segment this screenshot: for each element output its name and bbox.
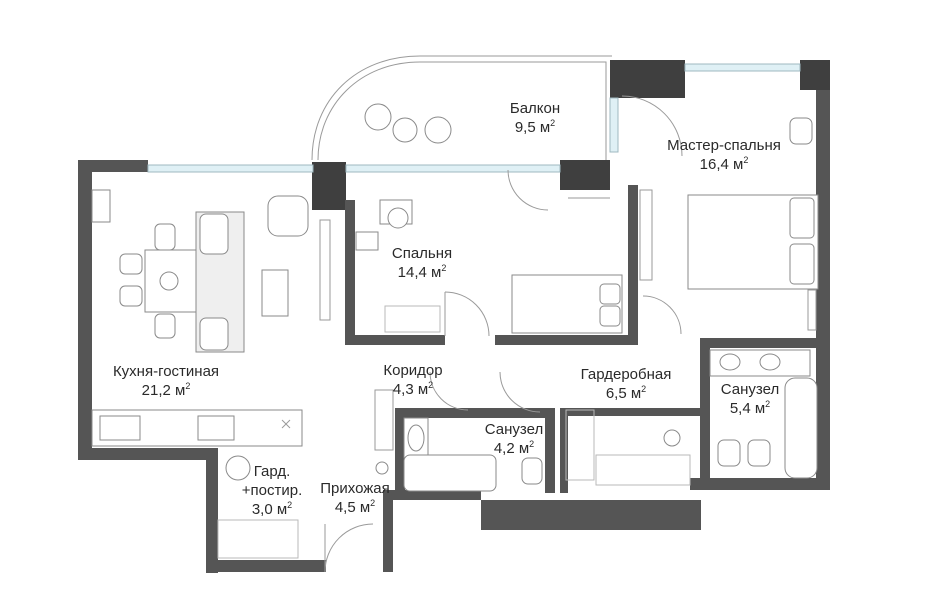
room-label-bathroom-2: Санузел 5,4 м2 <box>708 380 792 418</box>
walls <box>78 60 830 573</box>
room-name: Спальня <box>391 245 453 262</box>
room-area: 9,5 м2 <box>514 118 556 137</box>
windows <box>147 63 801 173</box>
bedroom-furniture <box>355 189 653 334</box>
room-name: Санузел <box>484 421 544 438</box>
room-area: 4,5 м2 <box>334 498 376 517</box>
room-label-kitchen-living: Кухня-гостиная 21,2 м2 <box>106 362 226 400</box>
room-area: 5,4 м2 <box>729 399 771 418</box>
room-name: Кухня-гостиная <box>112 363 220 380</box>
room-area: 14,4 м2 <box>397 263 447 282</box>
room-label-bedroom: Спальня 14,4 м2 <box>372 244 472 282</box>
room-name: Прихожая <box>320 480 390 497</box>
room-area: 4,2 м2 <box>493 439 535 458</box>
doors <box>324 95 683 573</box>
room-name: Балкон <box>509 100 561 117</box>
room-area: 4,3 м2 <box>392 380 434 399</box>
room-area: 16,4 м2 <box>699 155 749 174</box>
wardrobe-shelving <box>217 389 691 559</box>
room-name-line2: +постир. <box>241 482 303 499</box>
room-name: Гардеробная <box>580 366 672 383</box>
room-label-wardrobe: Гардеробная 6,5 м2 <box>568 365 684 403</box>
room-name: Коридор <box>383 362 443 379</box>
master-bedroom-furniture <box>687 117 819 331</box>
kitchen-living-furniture <box>91 195 331 447</box>
room-area: 21,2 м2 <box>141 381 191 400</box>
room-name: Санузел <box>720 381 780 398</box>
room-label-corridor: Коридор 4,3 м2 <box>368 361 458 399</box>
room-area: 6,5 м2 <box>605 384 647 403</box>
room-label-storage: Гард. +постир. 3,0 м2 <box>234 462 310 519</box>
room-label-master-bedroom: Мастер-спальня 16,4 м2 <box>658 136 790 174</box>
room-label-balcony: Балкон 9,5 м2 <box>490 99 580 137</box>
room-area: 3,0 м2 <box>251 500 293 519</box>
room-label-bathroom-1: Санузел 4,2 м2 <box>472 420 556 458</box>
room-name: Мастер-спальня <box>667 137 781 154</box>
bathroom-fixtures <box>403 349 818 492</box>
room-name: Гард. <box>253 463 291 480</box>
room-label-hallway: Прихожая 4,5 м2 <box>312 479 398 517</box>
balcony-outline <box>311 55 612 161</box>
